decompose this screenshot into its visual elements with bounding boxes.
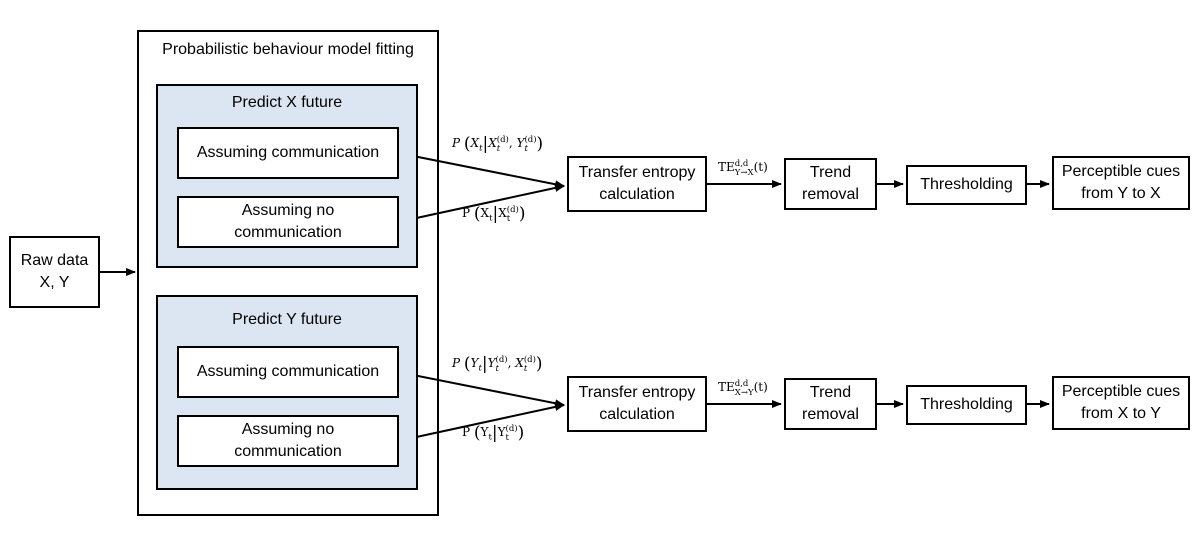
perceptible-cues-label-line1: Perceptible cues (1061, 163, 1181, 180)
transfer-entropy-box-bottom: Transfer entropy calculation (567, 376, 707, 432)
trend-removal-label-line1: Trend (809, 164, 852, 181)
raw-data-variables: X, Y (39, 274, 70, 291)
perceptible-cues-label-line2: from X to Y (1081, 405, 1161, 422)
transfer-entropy-box-top: Transfer entropy calculation (567, 156, 707, 212)
transfer-entropy-label-line2: calculation (599, 406, 675, 423)
y-assuming-communication-label: Assuming communication (196, 363, 380, 380)
transfer-entropy-label-line1: Transfer entropy (578, 384, 696, 401)
thresholding-label: Thresholding (920, 176, 1013, 193)
thresholding-label: Thresholding (920, 396, 1013, 413)
perceptible-cues-x-to-y-box: Perceptible cues from X to Y (1052, 376, 1190, 430)
transfer-entropy-label-line2: calculation (599, 186, 675, 203)
raw-data-box: Raw data X, Y (9, 236, 100, 308)
arrow-x-nocomm-to-te (397, 183, 565, 223)
predict-x-title: Predict X future (231, 94, 343, 111)
trend-removal-label-line1: Trend (809, 384, 852, 401)
trend-removal-box-top: Trend removal (784, 158, 877, 210)
thresholding-box-bottom: Thresholding (906, 385, 1027, 425)
y-assuming-no-communication-box: Assuming no communication (177, 415, 399, 467)
predict-y-title: Predict Y future (232, 311, 342, 328)
transfer-entropy-label-line1: Transfer entropy (578, 164, 696, 181)
formula-x-with-communication: P (Xt|X(d)t, Y(d)t) (452, 134, 544, 154)
formula-y-with-communication: P (Yt|Y(d)t, X(d)t) (452, 354, 543, 374)
y-no-communication-line2: communication (234, 443, 342, 460)
perceptible-cues-label-line2: from Y to X (1081, 185, 1161, 202)
formula-y-without-communication: P (Yt|Y(d)t) (462, 423, 525, 443)
x-no-communication-line1: Assuming no (241, 202, 335, 219)
formula-x-without-communication: P (Xt|X(d)t) (462, 204, 526, 224)
model-fitting-title: Probabilistic behaviour model fitting (162, 41, 414, 58)
x-assuming-no-communication-box: Assuming no communication (177, 196, 399, 248)
model-fitting-box: Probabilistic behaviour model fitting (137, 30, 439, 516)
thresholding-box-top: Thresholding (906, 165, 1027, 205)
arrow-y-comm-to-te (397, 371, 565, 408)
trend-removal-box-bottom: Trend removal (784, 378, 877, 430)
x-no-communication-line2: communication (234, 224, 342, 241)
x-assuming-communication-box: Assuming communication (177, 127, 399, 179)
raw-data-label: Raw data (20, 252, 89, 269)
x-assuming-communication-label: Assuming communication (196, 144, 380, 161)
trend-removal-label-line2: removal (802, 186, 859, 203)
y-assuming-communication-box: Assuming communication (177, 346, 399, 398)
trend-removal-label-line2: removal (802, 406, 859, 423)
arrow-x-comm-to-te (397, 152, 565, 189)
y-no-communication-line1: Assuming no (241, 421, 335, 438)
arrow-y-nocomm-to-te (397, 402, 565, 442)
perceptible-cues-label-line1: Perceptible cues (1061, 383, 1181, 400)
perceptible-cues-y-to-x-box: Perceptible cues from Y to X (1052, 156, 1190, 210)
